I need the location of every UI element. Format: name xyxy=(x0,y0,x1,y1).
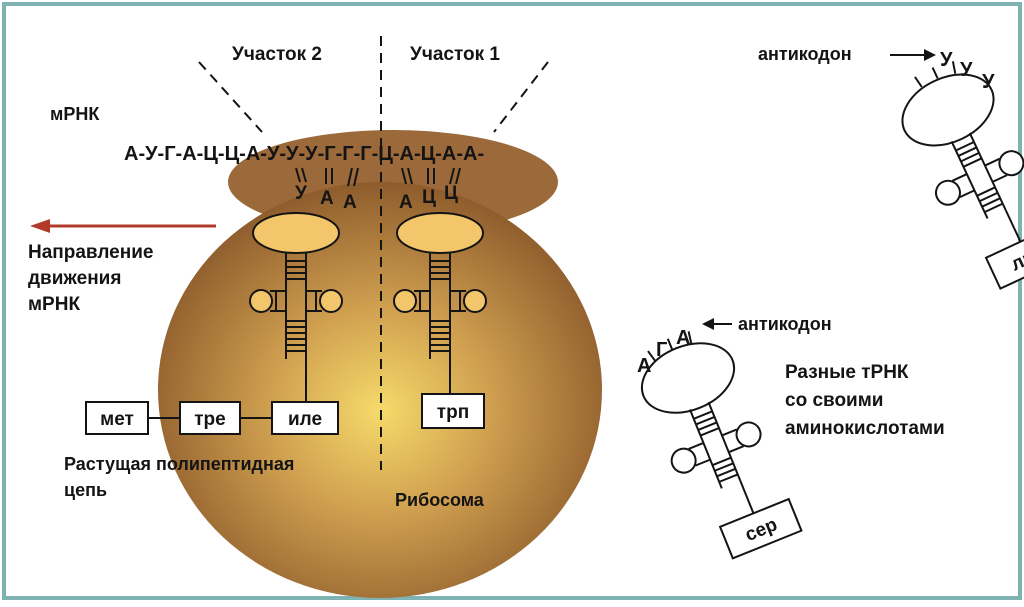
mrna-label: мРНК xyxy=(50,104,100,124)
direction-label-line2: движения xyxy=(28,268,121,289)
left-trna-anticodon-3: А xyxy=(343,192,357,213)
anticodon-label-top: антикодон xyxy=(758,44,852,64)
left-trna-anticodon-1: У xyxy=(295,183,307,204)
ser-anticodon-1: А xyxy=(637,355,651,377)
ile-label: иле xyxy=(288,409,322,430)
different-trna-line1: Разные тРНК xyxy=(785,362,909,383)
right-trna-anticodon-2: Ц xyxy=(422,187,436,208)
different-trna-line2: со своими xyxy=(785,390,883,411)
trp-label: трп xyxy=(437,402,469,423)
right-trna-anticodon-1: А xyxy=(399,192,413,213)
ribosome-label: Рибосома xyxy=(395,490,485,510)
met-label: мет xyxy=(100,409,134,430)
liz-anticodon-2: У xyxy=(960,59,973,81)
growing-chain-line2: цепь xyxy=(64,480,107,500)
growing-chain-line1: Растущая полипептидная xyxy=(64,454,294,474)
mrna-sequence: А-У-Г-А-Ц-Ц-А-У-У-У-Г-Г-Г-Ц-А-Ц-А-А- xyxy=(124,143,484,165)
different-trna-line3: аминокислотами xyxy=(785,418,945,439)
ser-anticodon-2: Г xyxy=(656,339,667,361)
right-trna-anticodon-3: Ц xyxy=(444,183,458,204)
anticodon-label-bottom: антикодон xyxy=(738,314,832,334)
liz-anticodon-3: У xyxy=(982,71,995,93)
left-trna-anticodon-2: А xyxy=(320,188,334,209)
tre-label: тре xyxy=(194,409,225,430)
direction-label-line3: мРНК xyxy=(28,294,80,315)
direction-label-line1: Направление xyxy=(28,242,153,263)
liz-anticodon-1: У xyxy=(940,49,953,71)
site2-label: Участок 2 xyxy=(232,44,322,65)
ser-anticodon-3: А xyxy=(676,327,690,349)
site1-label: Участок 1 xyxy=(410,44,500,65)
